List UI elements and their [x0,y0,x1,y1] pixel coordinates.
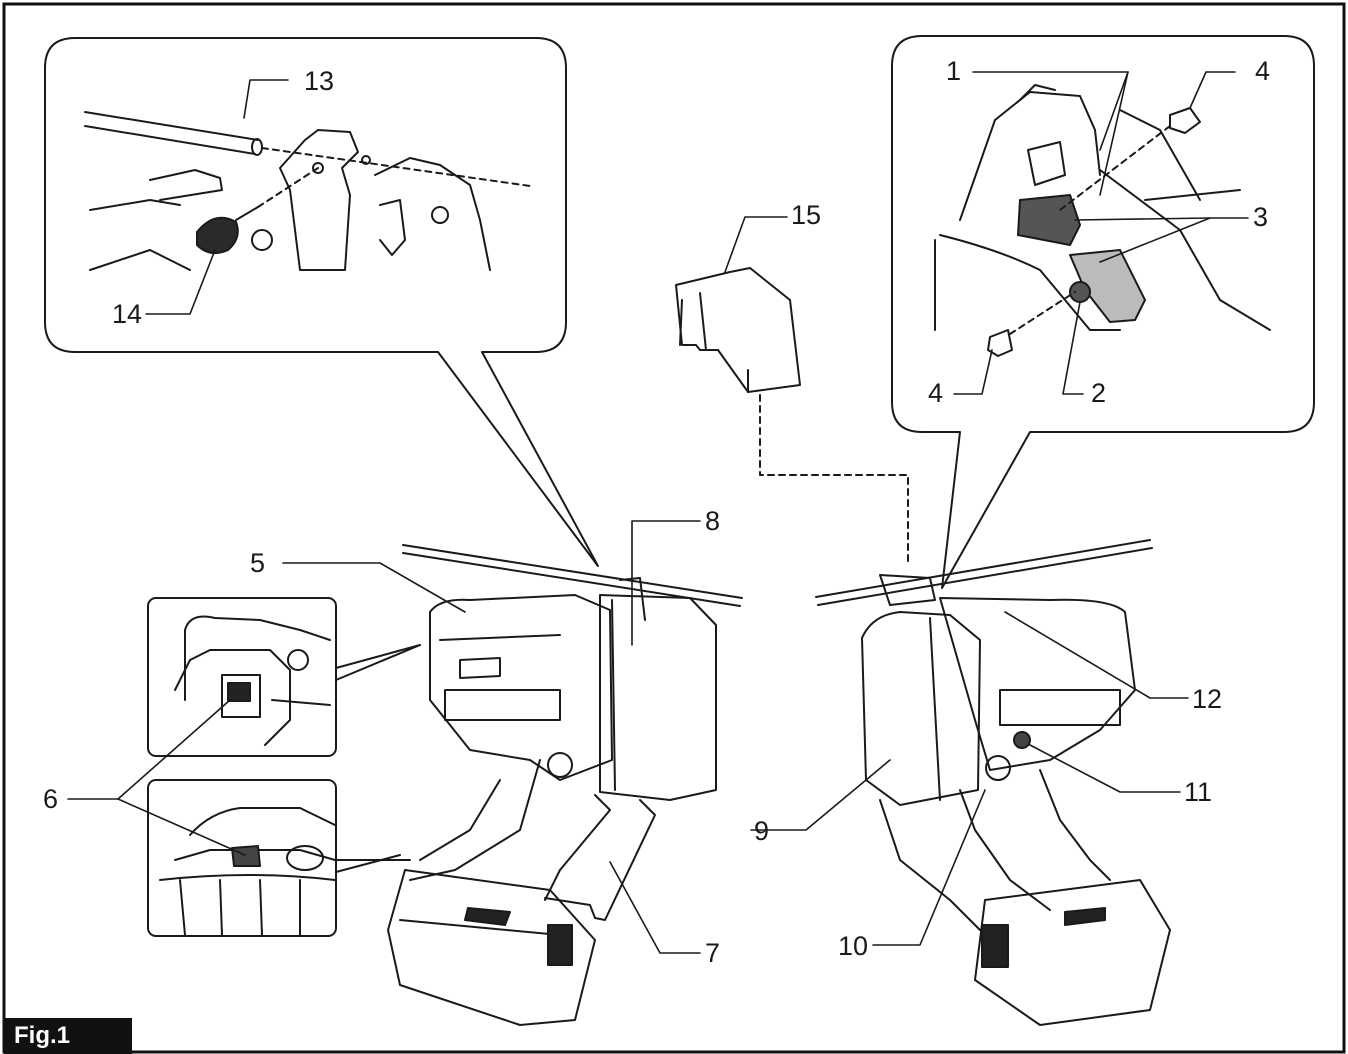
rod-part-13 [84,111,531,187]
callout-6: 6 [43,784,58,814]
tool-left-view [387,544,743,1026]
callout-10: 10 [838,931,868,961]
callout-14: 14 [112,299,142,329]
callout-2: 2 [1091,378,1106,408]
figure-label: Fig.1 [4,1018,132,1054]
callout-4-bottom: 4 [928,378,943,408]
leader-lines [67,71,1249,954]
cover-part-15 [675,267,909,567]
tool-right-view [815,539,1171,1026]
callout-11: 11 [1184,777,1212,807]
callout-12: 12 [1192,684,1222,714]
callout-15: 15 [791,200,821,230]
detail-bubble-stopper [891,35,1315,589]
callout-labels: 13 14 15 1 4 3 4 2 8 5 6 7 9 10 11 12 [43,56,1270,968]
callout-4-top: 4 [1255,56,1270,86]
callout-3: 3 [1253,202,1268,232]
callout-1: 1 [946,56,961,86]
bolt-part-4-top [1059,107,1201,211]
thumb-screw-part-14 [196,167,319,255]
callout-5: 5 [250,548,265,578]
inset-lock-bottom [147,779,411,937]
callout-8: 8 [705,506,720,536]
inset-switch-top [147,597,421,757]
callout-13: 13 [304,66,334,96]
detail-bubble-rod-mount [44,37,599,567]
bolt-part-4-bottom [987,291,1076,357]
callout-9: 9 [754,816,769,846]
callout-7: 7 [705,938,720,968]
